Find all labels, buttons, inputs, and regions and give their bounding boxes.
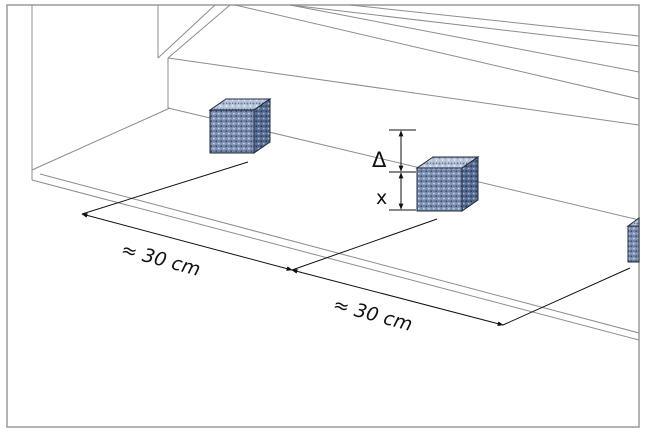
spacing-label-1: ≈ 30 cm — [119, 239, 203, 281]
gravel-cube-2 — [415, 156, 480, 212]
spacing-label-2: ≈ 30 cm — [331, 294, 415, 336]
outer-frame — [6, 4, 640, 428]
room-outline — [31, 4, 640, 341]
height-markers — [389, 129, 416, 211]
gravel-cube-1 — [208, 98, 272, 154]
leader-lines — [81, 161, 631, 326]
gravel-cube-3-partial — [626, 217, 640, 263]
delta-label: Δ — [372, 148, 387, 172]
dimension-line-2 — [291, 269, 504, 326]
x-label: x — [376, 187, 387, 209]
dimension-line-1 — [81, 213, 293, 271]
